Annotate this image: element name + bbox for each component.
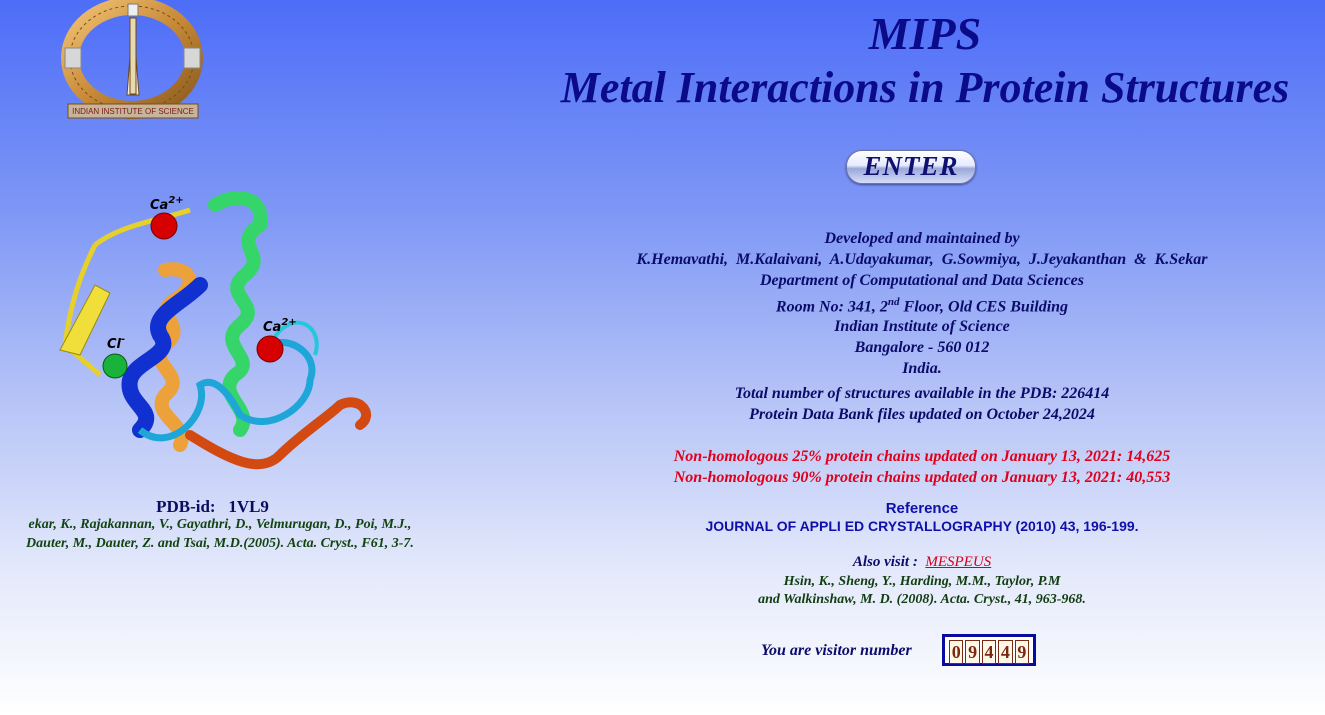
institute: Indian Institute of Science <box>834 318 1010 335</box>
calcium-ion-right <box>256 335 284 363</box>
protein-structure-image: Ca2+ Ca2+ Cl- <box>59 190 371 470</box>
counter-digit: 9 <box>1014 640 1030 664</box>
calcium-ion-top <box>150 212 178 240</box>
developed-by: Developed and maintained by <box>824 230 1020 247</box>
counter-digit: 0 <box>949 640 964 664</box>
room-prefix: Room No: 341, 2 <box>775 298 888 316</box>
svg-text:Cl-: Cl- <box>107 334 125 352</box>
counter-digit: 9 <box>965 640 980 664</box>
page-subtitle: Metal Interactions in Protein Structures <box>560 63 1290 112</box>
ca-right-charge: 2+ <box>281 317 296 328</box>
pdb-updated: Protein Data Bank files updated on Octob… <box>749 406 1095 423</box>
country: India. <box>902 360 942 377</box>
authors: K.Hemavathi, M.Kalaivani, A.Udayakumar, … <box>636 251 1208 268</box>
counter-digit: 4 <box>998 640 1013 664</box>
also-visit-label: Also visit : <box>852 554 926 570</box>
reference-heading: Reference <box>885 500 959 517</box>
department: Department of Computational and Data Sci… <box>759 272 1084 289</box>
room-suffix: Floor, Old CES Building <box>899 298 1069 316</box>
svg-text:Ca2+: Ca2+ <box>263 317 297 335</box>
visitor-counter: 0 9 4 4 9 <box>942 634 1036 666</box>
svg-text:Ca2+: Ca2+ <box>150 195 184 213</box>
mespeus-citation-line2: and Walkinshaw, M. D. (2008). Acta. Crys… <box>758 592 1086 607</box>
ca-top-label: Ca <box>150 198 168 213</box>
total-structures: Total number of structures available in … <box>734 385 1110 402</box>
mespeus-citation-line1: Hsin, K., Sheng, Y., Harding, M.M., Tayl… <box>783 574 1061 589</box>
room-sup: nd <box>887 296 900 308</box>
logo-text: INDIAN INSTITUTE OF SCIENCE <box>72 107 194 116</box>
cl-charge: - <box>121 334 125 345</box>
room-address: Room No: 341, 2nd Floor, Old CES Buildin… <box>520 292 1324 317</box>
page-title: MIPS <box>868 8 982 59</box>
cl-label: Cl <box>107 337 122 352</box>
city: Bangalore - 560 012 <box>854 339 990 356</box>
ca-top-charge: 2+ <box>168 195 183 206</box>
nonhomologous-25: Non-homologous 25% protein chains update… <box>673 448 1171 465</box>
also-visit: Also visit : MESPEUS <box>520 552 1324 573</box>
nonhomologous-90: Non-homologous 90% protein chains update… <box>673 469 1171 486</box>
enter-button[interactable]: ENTER <box>846 150 976 184</box>
iisc-logo: INDIAN INSTITUTE OF SCIENCE <box>61 0 203 119</box>
reference-text: JOURNAL OF APPLI ED CRYSTALLOGRAPHY (201… <box>705 518 1139 534</box>
pdb-id-label: PDB-id: 1VL9 <box>156 497 269 516</box>
figure-citation-line2: Dauter, M., Dauter, Z. and Tsai, M.D.(20… <box>26 536 414 551</box>
ca-right-label: Ca <box>263 320 281 335</box>
counter-digit: 4 <box>981 640 997 664</box>
mespeus-link[interactable]: MESPEUS <box>925 554 992 570</box>
figure-citation-line1: ekar, K., Rajakannan, V., Gayathri, D., … <box>28 517 412 532</box>
chloride-ion <box>102 353 128 379</box>
visitor-label: You are visitor number <box>761 642 912 659</box>
